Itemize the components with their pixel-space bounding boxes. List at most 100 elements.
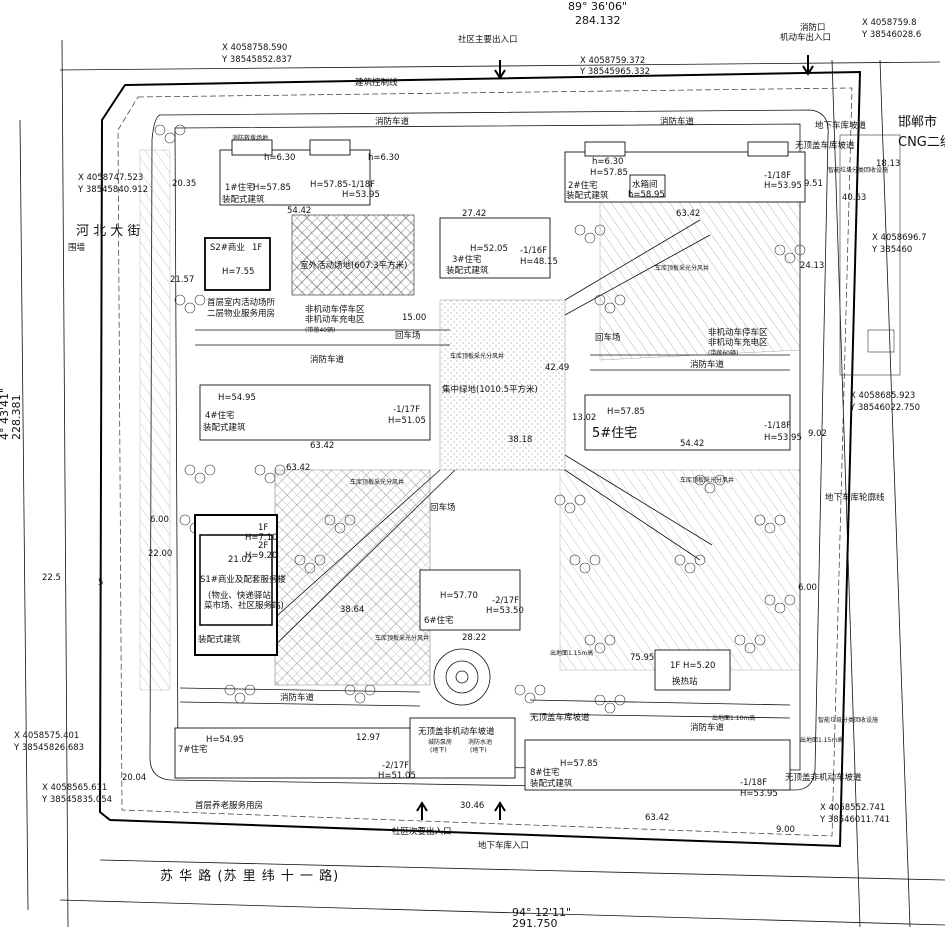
tree-symbol (704, 482, 716, 494)
fire-lane-m2: 消防车道 (690, 359, 725, 370)
building-7 (174, 727, 416, 779)
b4-name: 4#住宅 (205, 410, 235, 421)
dim-14: 40.63 (842, 193, 866, 203)
refuge-label-2: (地下) (430, 746, 447, 754)
walkways (249, 219, 713, 706)
b2-dim: 63.42 (676, 209, 700, 219)
b1-dim: 54.42 (287, 206, 311, 216)
b5-f: -1/18F (764, 421, 791, 431)
b4-dim: 63.42 (310, 441, 334, 451)
coord-4-x: X 4058696.7 (872, 233, 927, 243)
coord-4-y: Y 385460 (871, 245, 912, 255)
dim-16: 6.00 (798, 583, 817, 593)
fire-entrance-label: 消防口 (800, 22, 826, 33)
tree-symbol (734, 634, 746, 646)
pump-block (409, 717, 516, 779)
building-6 (419, 569, 521, 631)
coord-7-x: X 4058565.611 (42, 783, 107, 793)
b7-f: -2/17F (382, 761, 409, 771)
tree-symbol (274, 464, 286, 476)
garage-ramp-label: 地下车库坡道 (815, 120, 867, 131)
b3-f: -1/16F (520, 246, 547, 256)
wall-label: 围墙 (68, 242, 86, 253)
coord-2-x: X 4058759.8 (862, 18, 917, 28)
fire-lane-s1: 消防车道 (280, 692, 315, 703)
bike2-label: 非机动车停车区 (708, 327, 768, 338)
tree-symbol (179, 514, 191, 526)
s1-name: S1#商业及配套服务楼 (200, 574, 286, 585)
tree-symbol (584, 634, 596, 646)
fire-lane-s2: 消防车道 (690, 722, 725, 733)
b5-name: 5#住宅 (592, 426, 637, 441)
b8-dim: 63.42 (645, 813, 669, 823)
s1-1f: 1F (258, 523, 268, 533)
b4-f: -1/17F (393, 405, 420, 415)
tree-symbol (204, 464, 216, 476)
b1-h-2: H=57.85 (310, 180, 348, 190)
tree-symbol (784, 252, 796, 264)
west-road-name: 河 北 大 街 (76, 224, 140, 239)
b7-h: H=54.95 (206, 735, 244, 745)
entrance-arrows (416, 55, 814, 820)
bearing-left: 4° 43'41" (0, 388, 11, 440)
b7-h2: H=51.05 (378, 771, 416, 781)
water-name: 水箱间 (632, 179, 658, 190)
s1-sub2: 菜市场、社区服务站) (204, 600, 284, 611)
b5-dim: 54.42 (680, 439, 704, 449)
b1-sub: 装配式建筑 (222, 194, 265, 205)
s1-sub1: (物业、快递驿站 (208, 590, 271, 601)
green-label: 集中绿地(1010.5平方米) (442, 384, 538, 395)
tree-symbol (264, 472, 276, 484)
south-road-name: 苏 华 路 (苏 里 纬 十 一 路) (160, 868, 339, 884)
pool-label: 消防水池 (468, 738, 492, 746)
b1-name: 1#住宅 (225, 182, 255, 193)
waste-label: 智能垃圾分类回收设施 (828, 166, 888, 174)
coord-1-x: X 4058759.372 (580, 56, 645, 66)
b5-h2: H=53.95 (764, 433, 802, 443)
b4-sub: 装配式建筑 (203, 422, 246, 433)
b8-f: -1/18F (740, 778, 767, 788)
coord-0-y: Y 38545852.837 (221, 55, 292, 65)
coord-8-x: X 4058552.741 (820, 803, 885, 813)
central-plaza (274, 469, 431, 686)
site-boundary (98, 70, 862, 848)
dim-11: 20.04 (122, 773, 146, 783)
length-left: 228.381 (10, 395, 23, 441)
building-8 (524, 739, 791, 791)
building-s2 (204, 237, 271, 291)
dim-9: 24.13 (800, 261, 824, 271)
b8-h2: H=53.95 (740, 789, 778, 799)
b2-f: -1/18F (764, 171, 791, 181)
tree-symbol (774, 244, 786, 256)
tree-symbol (344, 514, 356, 526)
tree-symbol (614, 294, 626, 306)
dim-22: 9.51 (804, 179, 823, 189)
building-2 (564, 141, 806, 203)
b4-h2: H=51.05 (388, 416, 426, 426)
fans-label-1: 车库顶板采光分风井 (450, 352, 504, 360)
b2-name: 2#住宅 (568, 180, 598, 191)
tree-symbol (594, 694, 606, 706)
tree-symbol (794, 244, 806, 256)
tree-symbol (194, 294, 206, 306)
dim-19: 13.02 (572, 413, 596, 423)
dim-5: 38.18 (508, 435, 532, 445)
tree-symbol (564, 502, 576, 514)
garage-entrance-label: 地下车库入口 (478, 840, 529, 851)
b6-h: H=57.70 (440, 591, 478, 601)
b1-h: H=57.85 (253, 183, 291, 193)
tree-symbol (294, 554, 306, 566)
dim-20: 28.22 (462, 633, 486, 643)
b2-h2: H=53.95 (764, 181, 802, 191)
tree-symbol (154, 124, 166, 136)
fire-lane-n2: 消防车道 (660, 116, 695, 127)
tree-symbol (574, 224, 586, 236)
s2-name: S2#商业 (210, 242, 245, 253)
coord-8-y: Y 38546011.741 (819, 815, 890, 825)
fans-label-4: 车库顶板采光分风井 (680, 476, 734, 484)
b8-sub: 装配式建筑 (530, 778, 573, 789)
s1-dim: 21.02 (228, 555, 252, 565)
exchange-station (654, 649, 731, 691)
property-label: 首层室内活动场所 (207, 297, 276, 308)
b7-name: 7#住宅 (178, 744, 208, 755)
